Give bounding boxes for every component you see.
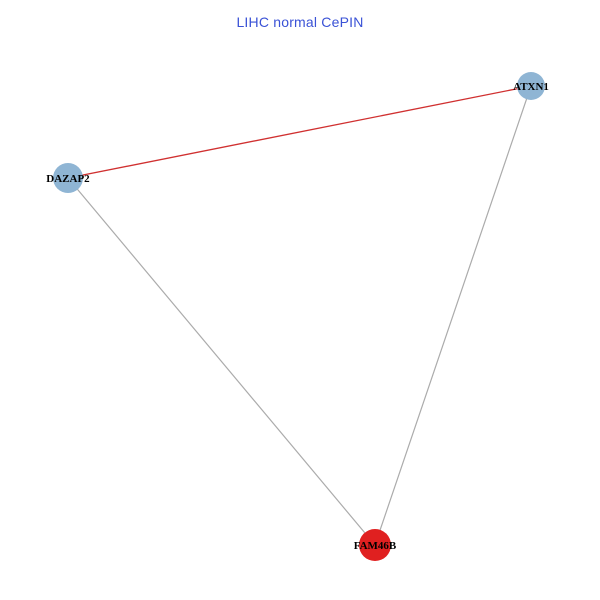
node-DAZAP2[interactable]	[53, 163, 83, 193]
node-label-DAZAP2: DAZAP2	[46, 173, 90, 185]
edge-DAZAP2-FAM46B	[67, 177, 376, 546]
edge-ATXN1-FAM46B	[374, 85, 532, 546]
node-label-FAM46B: FAM46B	[354, 540, 397, 552]
plot-title: LIHC normal CePIN	[236, 14, 364, 30]
edge-DAZAP2-ATXN1	[67, 85, 532, 179]
node-label-ATXN1: ATXN1	[513, 81, 549, 93]
node-FAM46B[interactable]	[359, 529, 391, 561]
node-ATXN1[interactable]	[517, 72, 545, 100]
